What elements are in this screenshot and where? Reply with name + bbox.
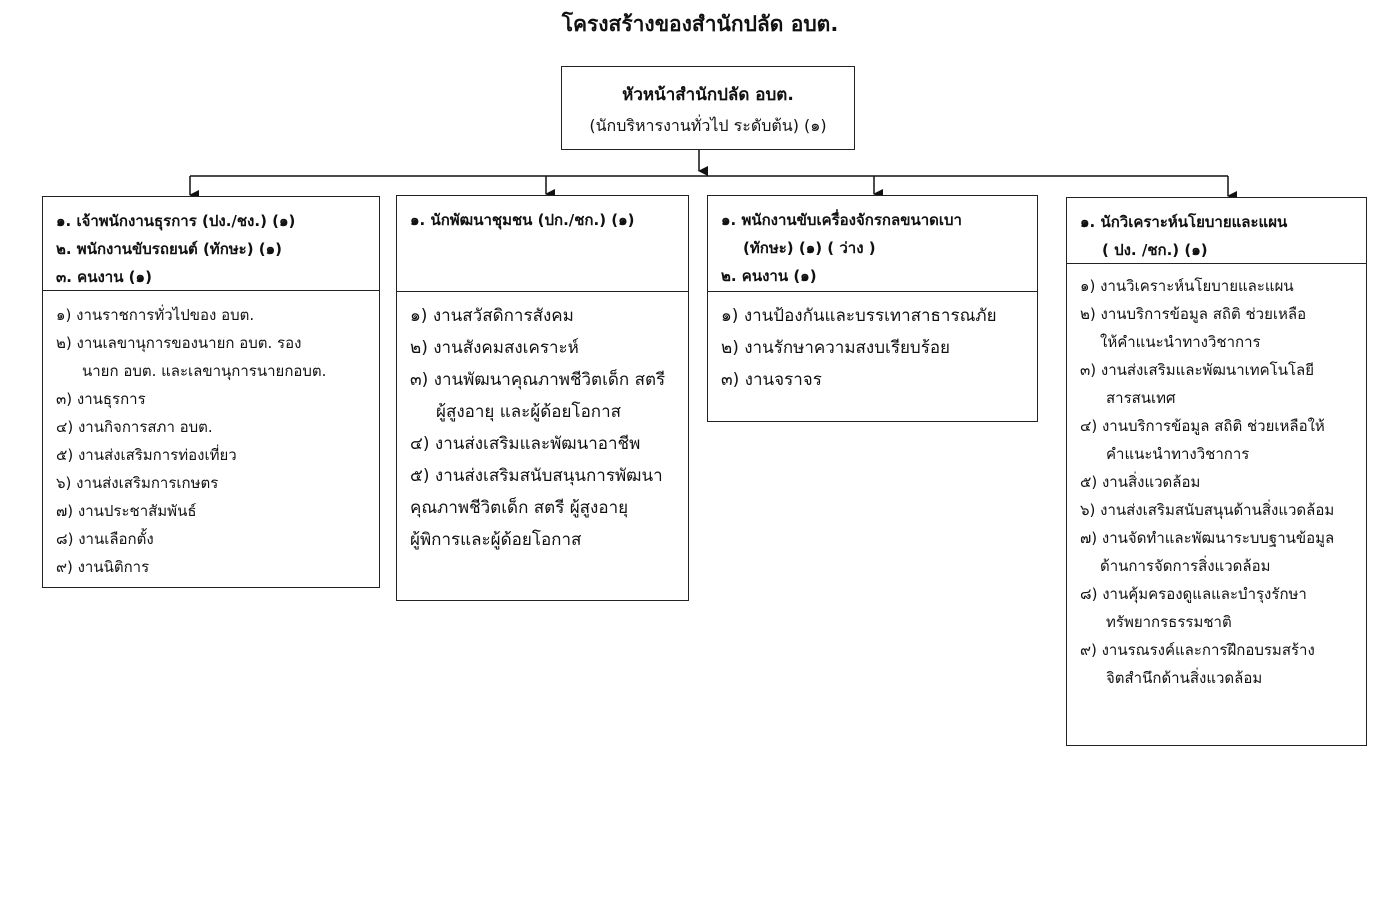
task-item: ๙) งานรณรงค์และการฝึกอบรมสร้าง [1080,641,1315,659]
task-item: จิตสำนึกด้านสิ่งแวดล้อม [1106,669,1263,687]
task-item: ๔) งานกิจการสภา อบต. [56,418,213,436]
task-item: ทรัพยากรธรรมชาติ [1106,613,1232,631]
staff-line: ๒. พนักงานขับรถยนต์ (ทักษะ) (๑) [56,240,283,258]
task-item: ๔) งานส่งเสริมและพัฒนาอาชีพ [410,434,641,454]
task-item: ๕) งานส่งเสริมสนับสนุนการพัฒนา [410,466,663,486]
task-item: นายก อบต. และเลขานุการนายกอบต. [82,362,327,380]
task-item: คุณภาพชีวิตเด็ก สตรี ผู้สูงอายุ [410,498,629,518]
task-list: ๑) งานป้องกันและบรรเทาสาธารณภัย ๒) งานรั… [708,300,1037,421]
staff-line: (ทักษะ) (๑) ( ว่าง ) [743,239,876,257]
staff-line: ๑. นักพัฒนาชุมชน (ปก./ชก.) (๑) [410,211,635,229]
task-list: ๑) งานราชการทั่วไปของ อบต. ๒) งานเลขานุก… [43,301,379,587]
unit-header: ๑. นักพัฒนาชุมชน (ปก./ชก.) (๑) [397,196,688,292]
task-item: ๑) งานวิเคราะห์นโยบายและแผน [1080,277,1294,295]
unit-box-community: ๑. นักพัฒนาชุมชน (ปก./ชก.) (๑) ๑) งานสวั… [396,195,689,601]
task-item: ๗) งานประชาสัมพันธ์ [56,502,197,520]
task-item: ๗) งานจัดทำและพัฒนาระบบฐานข้อมูล [1080,529,1335,547]
task-item: ๓) งานพัฒนาคุณภาพชีวิตเด็ก สตรี [410,370,666,390]
unit-header: ๑. นักวิเคราะห์นโยบายและแผน ( ปง. /ชก.) … [1067,198,1366,264]
chart-title: โครงสร้างของสำนักปลัด อบต. [561,12,839,36]
task-item: ๓) งานธุรการ [56,390,146,408]
staff-line: ๑. พนักงานขับเครื่องจักรกลขนาดเบา [721,211,962,229]
task-item: ๒) งานสังคมสงเคราะห์ [410,338,579,358]
staff-line: ๒. คนงาน (๑) [721,267,817,285]
task-item: ๘) งานเลือกตั้ง [56,530,154,548]
task-item: ๔) งานบริการข้อมูล สถิติ ช่วยเหลือให้ [1080,417,1325,435]
task-item: ๓) งานส่งเสริมและพัฒนาเทคโนโลยี [1080,361,1315,379]
head-subtitle: (นักบริหารงานทั่วไป ระดับต้น) (๑) [589,116,827,135]
staff-line: ๑. นักวิเคราะห์นโยบายและแผน [1080,213,1288,231]
task-item: ๒) งานบริการข้อมูล สถิติ ช่วยเหลือ [1080,305,1307,323]
head-office-box: หัวหน้าสำนักปลัด อบต. (นักบริหารงานทั่วไ… [561,66,855,150]
task-item: ๕) งานส่งเสริมการท่องเที่ยว [56,446,237,464]
task-item: ๒) งานเลขานุการของนายก อบต. รอง [56,334,302,352]
staff-line: ๑. เจ้าพนักงานธุรการ (ปง./ชง.) (๑) [56,212,296,230]
unit-header: ๑. เจ้าพนักงานธุรการ (ปง./ชง.) (๑) ๒. พน… [43,197,379,291]
task-list: ๑) งานวิเคราะห์นโยบายและแผน ๒) งานบริการ… [1067,272,1366,745]
unit-box-policy: ๑. นักวิเคราะห์นโยบายและแผน ( ปง. /ชก.) … [1066,197,1367,746]
unit-box-disaster: ๑. พนักงานขับเครื่องจักรกลขนาดเบา (ทักษะ… [707,195,1038,422]
head-title: หัวหน้าสำนักปลัด อบต. [622,85,794,105]
task-item: ๖) งานส่งเสริมสนับสนุนด้านสิ่งแวดล้อม [1080,501,1335,519]
task-item: ๕) งานสิ่งแวดล้อม [1080,473,1201,491]
task-item: ๑) งานสวัสดิการสังคม [410,306,574,326]
unit-header: ๑. พนักงานขับเครื่องจักรกลขนาดเบา (ทักษะ… [708,196,1037,292]
task-item: ๒) งานรักษาความสงบเรียบร้อย [721,338,951,358]
task-item: คำแนะนำทางวิชาการ [1106,445,1250,463]
task-item: ๑) งานป้องกันและบรรเทาสาธารณภัย [721,306,997,326]
staff-line: ๓. คนงาน (๑) [56,268,152,286]
task-item: ๓) งานจราจร [721,370,822,390]
task-item: ผู้พิการและผู้ด้อยโอกาส [410,530,582,550]
task-item: ๘) งานคุ้มครองดูแลและบำรุงรักษา [1080,585,1307,603]
task-item: ด้านการจัดการสิ่งแวดล้อม [1100,557,1271,575]
task-item: ผู้สูงอายุ และผู้ด้อยโอกาส [436,402,621,422]
task-item: สารสนเทศ [1106,389,1176,407]
task-item: ๙) งานนิติการ [56,558,150,576]
task-item: ให้คำแนะนำทางวิชาการ [1100,333,1261,351]
task-item: ๑) งานราชการทั่วไปของ อบต. [56,306,255,324]
task-list: ๑) งานสวัสดิการสังคม ๒) งานสังคมสงเคราะห… [397,300,688,600]
task-item: ๖) งานส่งเสริมการเกษตร [56,474,219,492]
staff-line: ( ปง. /ชก.) (๑) [1102,241,1208,259]
unit-box-admin: ๑. เจ้าพนักงานธุรการ (ปง./ชง.) (๑) ๒. พน… [42,196,380,588]
